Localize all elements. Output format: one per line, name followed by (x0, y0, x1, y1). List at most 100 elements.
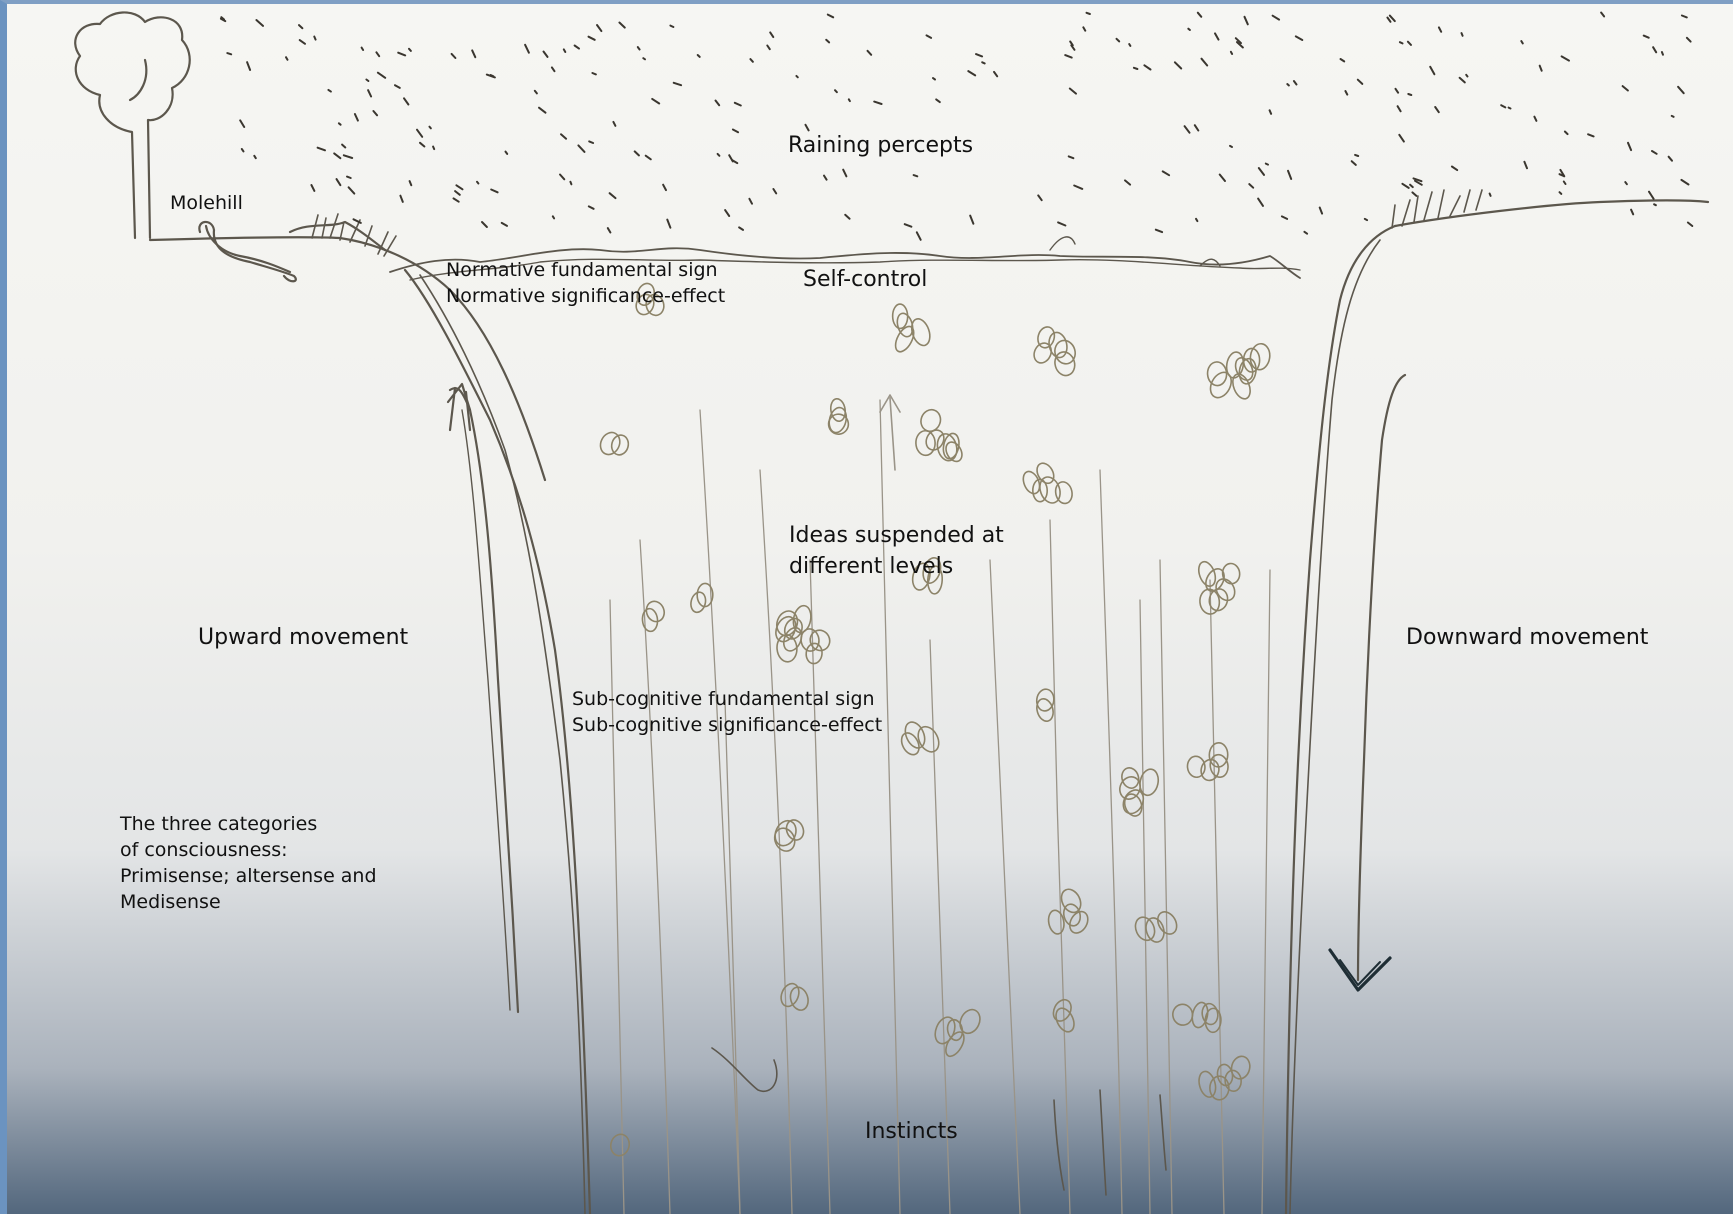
rain-speck (1355, 155, 1358, 156)
rain-speck (826, 40, 829, 43)
rain-speck (1069, 156, 1074, 158)
rain-speck (561, 134, 566, 138)
rain-speck (589, 206, 594, 208)
idea-cluster-icon (898, 719, 943, 758)
rain-speck (553, 216, 554, 218)
rain-speck (733, 130, 738, 133)
up-arrow-icon (448, 384, 518, 1012)
rain-speck (1501, 105, 1505, 107)
rain-speck (1654, 204, 1656, 205)
rain-speck (1688, 223, 1692, 227)
rain-speck (1560, 192, 1562, 194)
rain-speck (539, 108, 546, 113)
rain-speck (982, 62, 985, 63)
rain-speck (1534, 117, 1536, 121)
rain-speck (1452, 167, 1457, 171)
rain-speck (1521, 41, 1523, 43)
rain-speck (1653, 47, 1656, 52)
rain-speck (1358, 80, 1363, 84)
rain-speck (456, 185, 462, 189)
idea-cluster-icon (642, 599, 667, 632)
molehill-worm-icon (199, 222, 295, 281)
rain-speck (254, 156, 256, 158)
rain-speck (1296, 36, 1303, 40)
rain-speck (638, 47, 640, 49)
rain-speck (663, 185, 666, 190)
rain-speck (240, 120, 244, 127)
rain-speck (1144, 65, 1150, 69)
rain-speck (914, 175, 918, 176)
rain-speck (1270, 110, 1272, 114)
self-control-label: Self-control (803, 267, 927, 293)
idea-cluster-icon (1196, 559, 1241, 615)
rain-speck (1669, 157, 1672, 161)
rain-speck (368, 90, 371, 96)
rain-speck (843, 170, 846, 177)
rain-speck (597, 25, 601, 31)
rain-speck (1439, 27, 1441, 31)
rain-marks (221, 13, 1692, 240)
rain-speck (698, 55, 700, 57)
idea-cluster-icon (609, 1132, 632, 1157)
idea-cluster-icon (1186, 742, 1229, 782)
rain-speck (716, 101, 720, 106)
rain-speck (1083, 27, 1085, 30)
raining-percepts-label: Raining percepts (788, 133, 973, 159)
rain-speck (1681, 180, 1688, 185)
categories-line3: Primisense; altersense and (120, 865, 377, 887)
rain-speck (1259, 168, 1264, 175)
rain-speck (735, 103, 741, 106)
rain-speck (643, 58, 645, 59)
down-arrow-icon (1330, 375, 1405, 990)
rain-speck (404, 98, 408, 104)
idea-cluster-icon (1171, 1001, 1221, 1033)
rain-speck (1678, 87, 1684, 93)
rain-speck (1430, 67, 1434, 75)
ideas-label-line1: Ideas suspended at (789, 523, 1004, 549)
normative-sign-label: Normative fundamental sign (446, 259, 718, 281)
rain-speck (670, 26, 673, 27)
idea-cluster-icon (1132, 908, 1181, 944)
rain-speck (1070, 89, 1076, 94)
rain-speck (589, 141, 593, 143)
rain-speck (491, 190, 497, 193)
rain-speck (433, 147, 434, 150)
idea-cluster-icon (1031, 325, 1078, 378)
rain-speck (286, 57, 288, 60)
rain-speck (337, 179, 341, 185)
ground-right (1395, 201, 1708, 227)
upward-movement-label: Upward movement (198, 625, 408, 651)
rain-speck (560, 175, 564, 180)
grass-tuft-icon (1392, 190, 1482, 228)
rain-speck (1294, 81, 1297, 85)
rain-speck (1399, 135, 1404, 142)
rain-speck (1402, 184, 1408, 188)
rain-speck (1058, 222, 1065, 225)
rain-speck (452, 54, 456, 58)
left-cliff (405, 270, 590, 1214)
rain-speck (247, 62, 250, 70)
rain-speck (994, 72, 997, 76)
rain-speck (1175, 62, 1181, 68)
rain-speck (933, 78, 935, 79)
rain-speck (506, 152, 508, 154)
rain-speck (1163, 171, 1169, 175)
rain-speck (1687, 38, 1691, 42)
rain-speck (311, 185, 314, 191)
rain-speck (1466, 75, 1467, 77)
rain-speck (1087, 13, 1090, 14)
rain-speck (770, 32, 773, 37)
rain-speck (1649, 192, 1654, 199)
rain-speck (1230, 146, 1232, 147)
rain-speck (1215, 33, 1219, 39)
idea-cluster-icon (827, 398, 850, 436)
rain-speck (454, 198, 459, 201)
rain-speck (1198, 13, 1202, 17)
rain-speck (1345, 91, 1347, 95)
rain-speck (927, 35, 932, 38)
idea-cluster-icon (1196, 1054, 1252, 1100)
rain-speck (1365, 219, 1367, 220)
rain-speck (525, 45, 529, 53)
rain-speck (1266, 164, 1268, 165)
